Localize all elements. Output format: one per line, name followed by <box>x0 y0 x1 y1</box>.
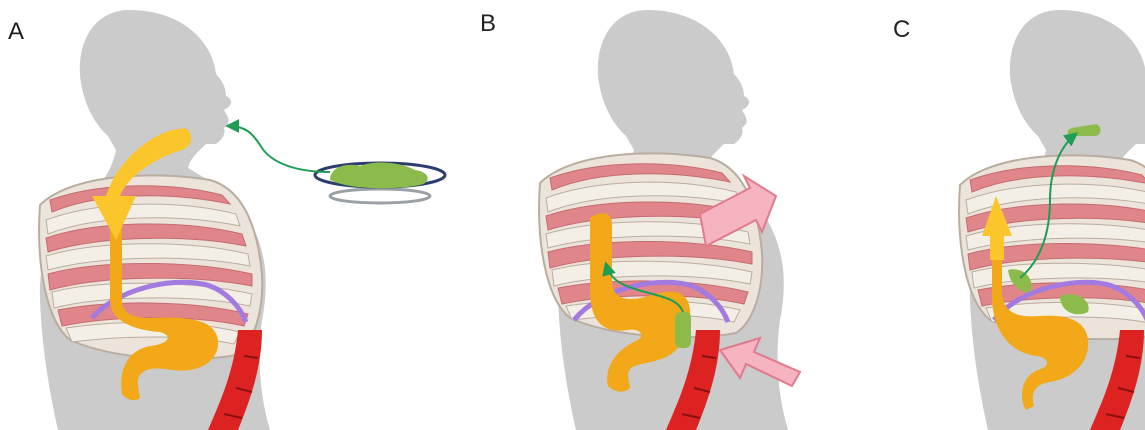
panel-b: B <box>478 0 878 430</box>
food-on-plate <box>330 163 428 189</box>
panel-c: C <box>890 0 1145 430</box>
rib-cage <box>39 175 262 359</box>
panel-c-illustration <box>890 0 1145 430</box>
food-intake-arrow <box>228 126 330 172</box>
plate-base <box>330 189 430 203</box>
food-bolus <box>675 312 691 348</box>
panel-a-illustration <box>0 0 460 430</box>
panel-b-illustration <box>478 0 878 430</box>
panel-a: A <box>0 0 460 430</box>
